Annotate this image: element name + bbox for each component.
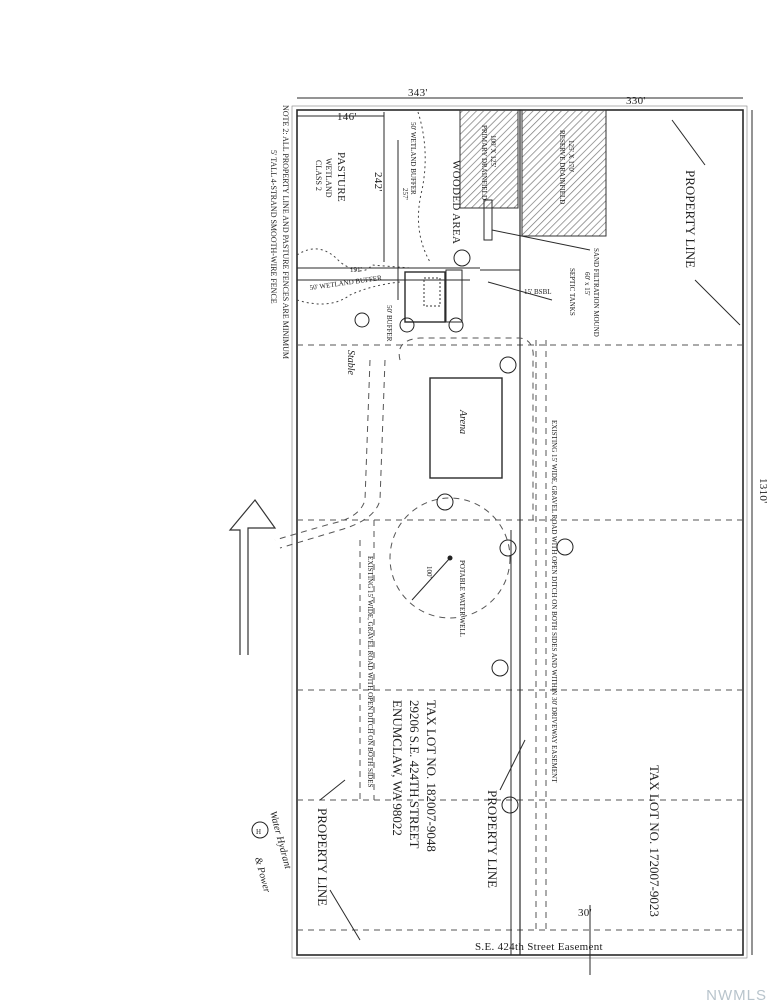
stable-label: Stable	[345, 350, 356, 376]
leader-line	[671, 119, 706, 166]
bsbl-label: 15' BSBL	[524, 288, 552, 296]
reserve-drainfield-size: 125' X 170'	[567, 140, 575, 172]
arena-outline	[429, 377, 503, 479]
primary-drainfield-label: PRIMARY DRAINFIELD	[480, 125, 488, 200]
wooded-boundary	[417, 111, 431, 263]
well-marker	[447, 555, 453, 561]
buffer-50-label: 50' BUFFER	[385, 305, 393, 342]
hydrant-marker	[399, 317, 415, 333]
driveway-loop	[274, 359, 371, 541]
street-label: S.E. 424th Street Easement	[475, 941, 603, 953]
tax-lot-main-1: TAX LOT NO. 182007-9048	[424, 700, 439, 852]
dim-top-right: 330'	[626, 95, 646, 107]
pasture-label: PASTURE	[335, 152, 347, 202]
dim-right-total: 1310'	[757, 478, 769, 503]
leader-line	[499, 739, 526, 791]
nwmls-watermark: NWMLS	[706, 987, 767, 1004]
wetland-boundary	[296, 281, 401, 305]
tax-lot-main-3: ENUMCLAW, WA 98022	[390, 700, 405, 836]
hydrant-marker	[556, 538, 574, 556]
note-line-2: 5' TALL 4-STRAND SMOOTH-WIRE FENCE	[269, 150, 278, 304]
hydrant-marker	[436, 493, 454, 511]
reserve-drainfield-label: RESERVE DRAINFIELD	[558, 130, 566, 204]
dim-well-radius: 100'	[425, 566, 433, 578]
hydrant-marker	[448, 317, 464, 333]
north-arrow-icon	[228, 499, 277, 655]
pipe-line	[491, 229, 591, 251]
dim-191: 191'	[350, 266, 362, 274]
hydrant-legend-marker	[251, 821, 269, 839]
well-radius-circle	[389, 497, 511, 619]
leader-line	[319, 779, 346, 801]
driveway-loop	[398, 337, 534, 520]
property-line-bottom: PROPERTY LINE	[315, 808, 330, 906]
hydrant-marker	[354, 312, 370, 328]
hydrant-legend-mark: H	[256, 828, 261, 836]
stable-inner	[423, 277, 441, 307]
reserve-drainfield	[521, 109, 607, 237]
hydrant-marker	[453, 249, 471, 267]
primary-drainfield-size: 100' X 125'	[489, 135, 497, 167]
stable-structure	[404, 271, 446, 323]
hydrant-marker	[501, 796, 519, 814]
wetland-buffer-label-b: 50' WETLAND BUFFER	[309, 274, 382, 292]
hydrant-legend-text: Water Hydrant	[267, 810, 293, 870]
wooded-label: WOODED AREA	[450, 160, 462, 244]
note-line-1: NOTE 2: ALL PROPERTY LINE AND PASTURE FE…	[281, 105, 290, 359]
hydrant-legend-text-2: & Power	[252, 856, 272, 894]
sand-mound-size: 60' x 15'	[583, 272, 591, 296]
tax-lot-main-2: 29206 S.E. 424TH STREET	[407, 700, 422, 848]
dim-30: 30'	[578, 907, 592, 919]
dim-top-left: 343'	[408, 87, 428, 99]
class-label: CLASS 2	[314, 160, 323, 191]
hydrant-marker	[499, 539, 517, 557]
stable-annex	[445, 269, 463, 323]
drainfield-trench	[483, 199, 493, 241]
dim-257: 257'	[401, 188, 409, 200]
wetland-buffer-label-a: 50' WETLAND BUFFER	[409, 122, 417, 195]
road-top-label: EXISTING 15' WIDE, GRAVEL ROAD WITH OPEN…	[550, 420, 558, 783]
outer-boundary	[291, 105, 748, 959]
hydrant-marker	[491, 659, 509, 677]
dim-242: 242'	[372, 172, 384, 192]
road-bottom-label: EXISTING 15' WIDE, GRAVEL ROAD WITH OPEN…	[366, 556, 374, 788]
driveway-loop	[279, 359, 386, 549]
arena-label: Arena	[457, 409, 468, 434]
leader-line	[329, 889, 361, 941]
wetland-label: WETLAND	[324, 158, 333, 198]
well-radius-line	[411, 557, 451, 601]
wetland-boundary	[296, 248, 411, 272]
primary-drainfield	[459, 109, 519, 209]
property-line-top: PROPERTY LINE	[683, 170, 698, 268]
property-line-mid: PROPERTY LINE	[485, 790, 500, 888]
well-label: POTABLE WATER WELL	[458, 560, 466, 637]
leader-line	[694, 279, 741, 326]
septic-label: SEPTIC TANKS	[568, 268, 576, 316]
hydrant-marker	[499, 356, 517, 374]
sand-mound-label: SAND FILTRATION MOUND	[592, 248, 600, 337]
dim-left-offset: 146'	[337, 111, 357, 123]
tax-lot-neighbor: TAX LOT NO. 172007-9023	[647, 765, 662, 917]
pipe-line	[487, 281, 553, 301]
